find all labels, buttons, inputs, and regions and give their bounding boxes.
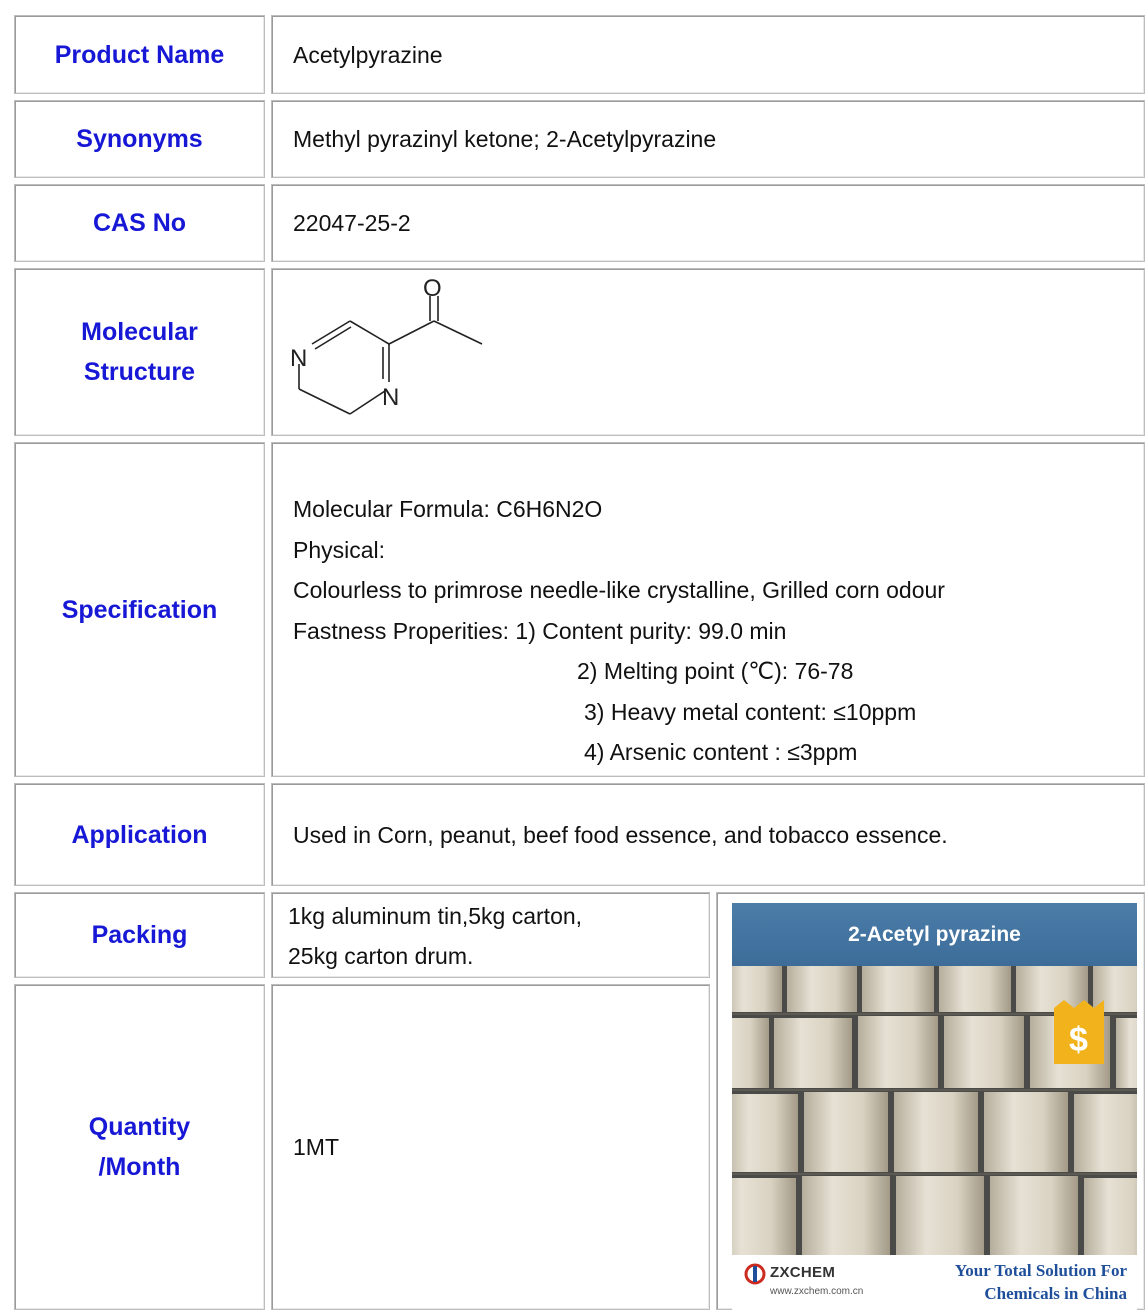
specification-label: Specification xyxy=(14,442,265,777)
zxchem-logo-icon xyxy=(744,1263,766,1285)
product-name-value: Acetylpyrazine xyxy=(271,15,1145,94)
dollar-badge-icon: $ xyxy=(1054,1000,1104,1064)
product-name-label: Product Name xyxy=(14,15,265,94)
photo-footer: ZXCHEM www.zxchem.com.cn Your Total Solu… xyxy=(732,1255,1137,1310)
spec-line-appearance: Colourless to primrose needle-like cryst… xyxy=(293,577,945,603)
application-label-text: Application xyxy=(71,820,208,849)
molecular-structure-label-line2: Structure xyxy=(83,358,196,386)
drum-stack-image: $ xyxy=(732,966,1137,1256)
cas-no-text: 22047-25-2 xyxy=(293,210,411,236)
synonyms-value: Methyl pyrazinyl ketone; 2-Acetylpyrazin… xyxy=(271,100,1145,178)
spec-line-melting-point: 2) Melting point (℃): 76-78 xyxy=(577,658,854,684)
synonyms-label-text: Synonyms xyxy=(76,125,203,153)
application-text: Used in Corn, peanut, beef food essence,… xyxy=(293,821,948,848)
synonyms-text: Methyl pyrazinyl ketone; 2-Acetylpyrazin… xyxy=(293,126,717,152)
tagline-line1: Your Total Solution For xyxy=(954,1261,1127,1280)
atom-oxygen: O xyxy=(423,275,442,302)
spec-line-physical: Physical: xyxy=(293,536,386,563)
spec-line-formula: Molecular Formula: C6H6N2O xyxy=(293,496,603,522)
quantity-text: 1MT xyxy=(293,1134,339,1160)
quantity-label-line2: /Month xyxy=(98,1153,181,1181)
product-name-label-text: Product Name xyxy=(54,40,225,69)
packing-line2: 25kg carton drum. xyxy=(288,943,474,969)
application-value: Used in Corn, peanut, beef food essence,… xyxy=(271,783,1145,886)
specification-label-text: Specification xyxy=(61,595,218,624)
quantity-value: 1MT xyxy=(271,984,710,1310)
synonyms-label: Synonyms xyxy=(14,100,265,178)
brand-url: www.zxchem.com.cn xyxy=(770,1286,864,1297)
spec-line-fastness: Fastness Properities: 1) Content purity:… xyxy=(293,617,787,644)
photo-title: 2-Acetyl pyrazine xyxy=(732,903,1137,966)
specification-value: Molecular Formula: C6H6N2O Physical: Col… xyxy=(271,442,1145,777)
quantity-label-line1: Quantity xyxy=(88,1113,191,1141)
quantity-label: Quantity /Month xyxy=(14,984,265,1310)
spec-line-arsenic: 4) Arsenic content : ≤3ppm xyxy=(584,739,858,765)
application-label: Application xyxy=(14,783,265,886)
badge-symbol: $ xyxy=(1069,1021,1088,1059)
packing-label: Packing xyxy=(14,892,265,978)
atom-nitrogen-1: N xyxy=(290,345,307,372)
cas-no-label-text: CAS No xyxy=(92,209,187,237)
molecular-structure-value: O N N xyxy=(271,268,1145,436)
packing-line1: 1kg aluminum tin,5kg carton, xyxy=(288,903,583,929)
brand-name: ZXCHEM xyxy=(770,1264,836,1281)
cas-no-label: CAS No xyxy=(14,184,265,262)
spec-line-heavy-metal: 3) Heavy metal content: ≤10ppm xyxy=(584,698,917,725)
molecular-structure-label-line1: Molecular xyxy=(81,318,198,346)
molecular-structure-label: Molecular Structure xyxy=(14,268,265,436)
packing-value: 1kg aluminum tin,5kg carton, 25kg carton… xyxy=(271,892,710,978)
molecular-structure-diagram: O N N xyxy=(290,275,483,415)
specification-lines: Molecular Formula: C6H6N2O Physical: Col… xyxy=(293,489,945,773)
cas-no-value: 22047-25-2 xyxy=(271,184,1145,262)
product-photo: 2-Acetyl pyrazine xyxy=(732,903,1137,1310)
tagline-line2: Chemicals in China xyxy=(984,1284,1127,1303)
product-name-text: Acetylpyrazine xyxy=(293,41,443,68)
atom-nitrogen-2: N xyxy=(382,384,399,411)
packing-label-text: Packing xyxy=(91,921,188,949)
